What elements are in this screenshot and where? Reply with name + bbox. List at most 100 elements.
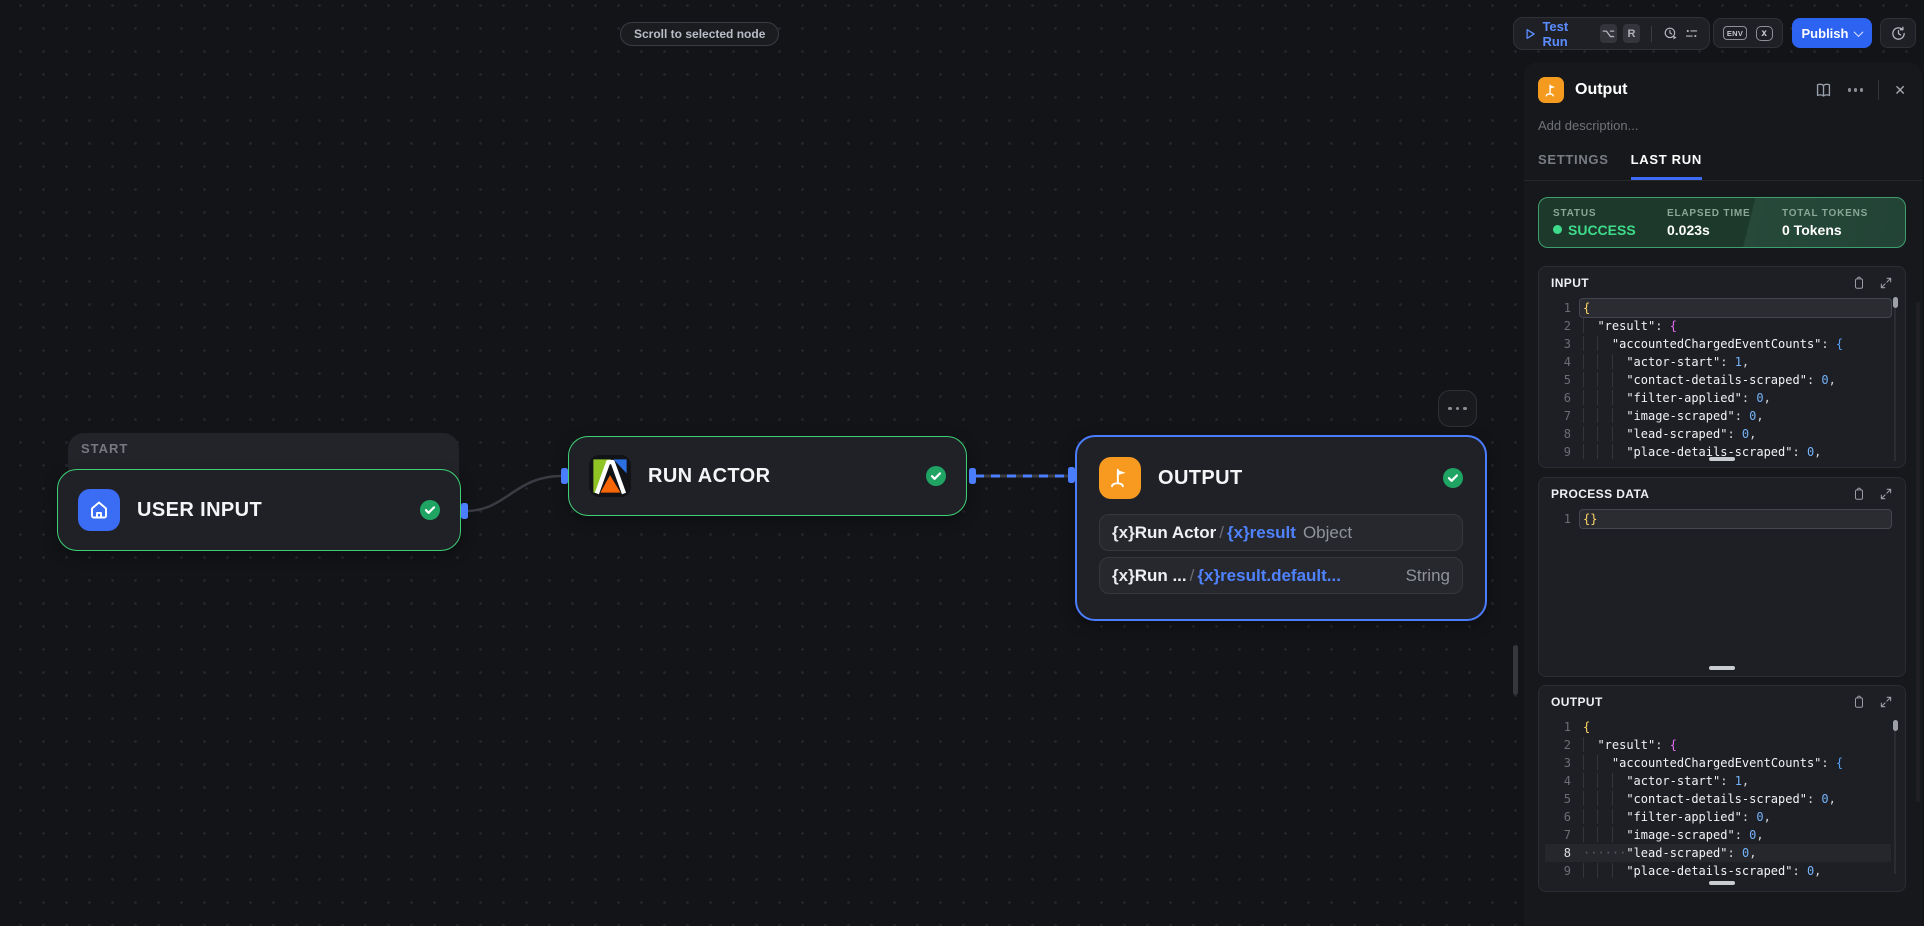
panel-scrollbar[interactable] — [1916, 302, 1920, 802]
node-title: USER INPUT — [137, 498, 263, 521]
code-line: 6"filter-applied": 0, — [1563, 390, 1771, 405]
code-line: 8······"lead-scraped": 0, — [1545, 844, 1891, 862]
chevron-down-icon — [1854, 26, 1864, 37]
test-run-button[interactable]: Test Run — [1542, 18, 1569, 49]
elapsed-time-value: 0.023s — [1667, 221, 1710, 238]
close-icon[interactable]: ✕ — [1894, 82, 1906, 98]
resize-handle[interactable] — [1709, 666, 1735, 670]
node-user-input[interactable]: USER INPUT — [57, 469, 461, 551]
more-options-icon[interactable] — [1847, 88, 1864, 92]
environment-icon[interactable]: ENV — [1723, 26, 1747, 40]
status-dot — [1553, 225, 1562, 234]
tab-settings[interactable]: SETTINGS — [1538, 152, 1609, 167]
header-divider — [1878, 80, 1880, 100]
code-line: 5"contact-details-scraped": 0, — [1563, 372, 1836, 387]
expand-icon[interactable] — [1879, 695, 1893, 709]
mapping-source: Run Actor — [1134, 522, 1217, 542]
input-port[interactable] — [561, 468, 568, 484]
env-vars-group[interactable]: ENV x — [1713, 18, 1783, 48]
run-steps-icon[interactable] — [1684, 25, 1699, 42]
code-line: 3"accountedChargedEventCounts": { — [1563, 755, 1844, 770]
code-line: 9"place-details-scraped": 0, — [1563, 444, 1822, 459]
panel-title: Output — [1575, 81, 1628, 98]
copy-clipboard-icon[interactable] — [1852, 487, 1866, 501]
output-mapping-row[interactable]: {x}Run Actor/{x}result Object — [1099, 514, 1463, 551]
shortcut-option-key: ⌥ — [1600, 24, 1617, 43]
mapping-path: result — [1249, 522, 1296, 542]
scrollbar-thumb[interactable] — [1893, 297, 1898, 308]
output-port[interactable] — [461, 503, 468, 519]
panel-tabs: SETTINGS LAST RUN — [1524, 152, 1922, 181]
scrollbar-thumb[interactable] — [1893, 720, 1898, 731]
code-line: 2"result": { — [1563, 737, 1677, 752]
code-line: 1{ — [1545, 299, 1891, 317]
home-icon — [78, 489, 120, 531]
success-check-icon — [926, 466, 946, 486]
status-label: STATUS — [1553, 207, 1597, 219]
path-separator: / — [1219, 522, 1224, 542]
total-tokens-label: TOTAL TOKENS — [1782, 207, 1869, 219]
test-run-group[interactable]: Test Run ⌥ R — [1513, 17, 1710, 50]
publish-button[interactable]: Publish — [1792, 18, 1872, 48]
shortcut-r-key: R — [1622, 24, 1640, 43]
success-check-icon — [1443, 468, 1463, 488]
section-title: INPUT — [1551, 275, 1589, 290]
input-port[interactable] — [1068, 467, 1075, 483]
last-run-status-card: STATUS SUCCESS ELAPSED TIME 0.023s TOTAL… — [1538, 197, 1906, 248]
expand-icon[interactable] — [1879, 487, 1893, 501]
node-title: OUTPUT — [1158, 466, 1243, 489]
output-node-icon — [1538, 77, 1564, 103]
variable-icon: {x} — [1197, 565, 1221, 585]
scheduled-run-icon[interactable] — [1663, 25, 1678, 42]
tooltip-label: Scroll to selected node — [634, 27, 766, 41]
edge-userinput-runactor[interactable] — [465, 474, 562, 513]
canvas-scrollbar[interactable] — [1513, 645, 1518, 695]
output-port[interactable] — [969, 468, 976, 484]
output-mapping-row[interactable]: {x}Run .../{x}result.default... String — [1099, 557, 1463, 594]
scrollbar-track — [1894, 724, 1896, 874]
output-json-viewer[interactable]: 1{2"result": {3"accountedChargedEventCou… — [1539, 717, 1905, 880]
code-line: 4"actor-start": 1, — [1563, 773, 1750, 788]
scrollbar-track — [1894, 301, 1896, 461]
expand-icon[interactable] — [1879, 276, 1893, 290]
input-section: INPUT 1{2"result": { 3"accountedChargedEv… — [1538, 266, 1906, 468]
mapping-type: String — [1405, 565, 1450, 585]
elapsed-time-label: ELAPSED TIME — [1667, 207, 1751, 219]
tab-last-run[interactable]: LAST RUN — [1630, 152, 1702, 180]
resize-handle[interactable] — [1709, 881, 1735, 885]
variable-icon: {x} — [1226, 522, 1250, 542]
input-json-editor[interactable]: 1{2"result": { 3"accountedChargedEventCou… — [1539, 298, 1905, 461]
variables-icon[interactable]: x — [1755, 25, 1773, 41]
code-line: 2"result": { — [1563, 318, 1677, 333]
copy-clipboard-icon[interactable] — [1852, 695, 1866, 709]
status-badge: SUCCESS — [1568, 221, 1636, 238]
resize-handle[interactable] — [1709, 457, 1735, 461]
code-line: 7"image-scraped": 0, — [1563, 408, 1764, 423]
history-icon — [1891, 26, 1905, 40]
path-separator: / — [1189, 565, 1195, 585]
publish-label: Publish — [1801, 25, 1849, 41]
section-title: PROCESS DATA — [1551, 486, 1650, 501]
code-line: 4"actor-start": 1, — [1563, 354, 1750, 369]
node-run-actor[interactable]: RUN ACTOR — [568, 436, 967, 516]
node-output[interactable]: OUTPUT {x}Run Actor/{x}result Object {x}… — [1075, 435, 1487, 621]
start-group-label: START — [81, 441, 129, 456]
apify-actor-icon — [589, 455, 631, 497]
node-more-actions-button[interactable] — [1438, 390, 1477, 427]
mapping-path: result.default... — [1220, 565, 1341, 585]
node-ref-icon: {x} — [1112, 522, 1135, 542]
copy-clipboard-icon[interactable] — [1852, 276, 1866, 290]
process-data-editor[interactable]: 1{} — [1539, 509, 1905, 528]
docs-book-icon[interactable] — [1814, 81, 1833, 100]
output-section: OUTPUT 1{2"result": {3"accountedChargedE… — [1538, 685, 1906, 892]
code-line: 7"image-scraped": 0, — [1563, 827, 1764, 842]
code-line: 5"contact-details-scraped": 0, — [1563, 791, 1836, 806]
description-placeholder[interactable]: Add description... — [1538, 118, 1639, 133]
success-check-icon — [420, 500, 440, 520]
play-icon[interactable] — [1524, 27, 1536, 41]
total-tokens-value: 0 Tokens — [1782, 221, 1842, 238]
code-line: 3"accountedChargedEventCounts": { — [1563, 336, 1844, 351]
run-history-button[interactable] — [1880, 18, 1916, 48]
node-ref-icon: {x} — [1112, 565, 1135, 585]
